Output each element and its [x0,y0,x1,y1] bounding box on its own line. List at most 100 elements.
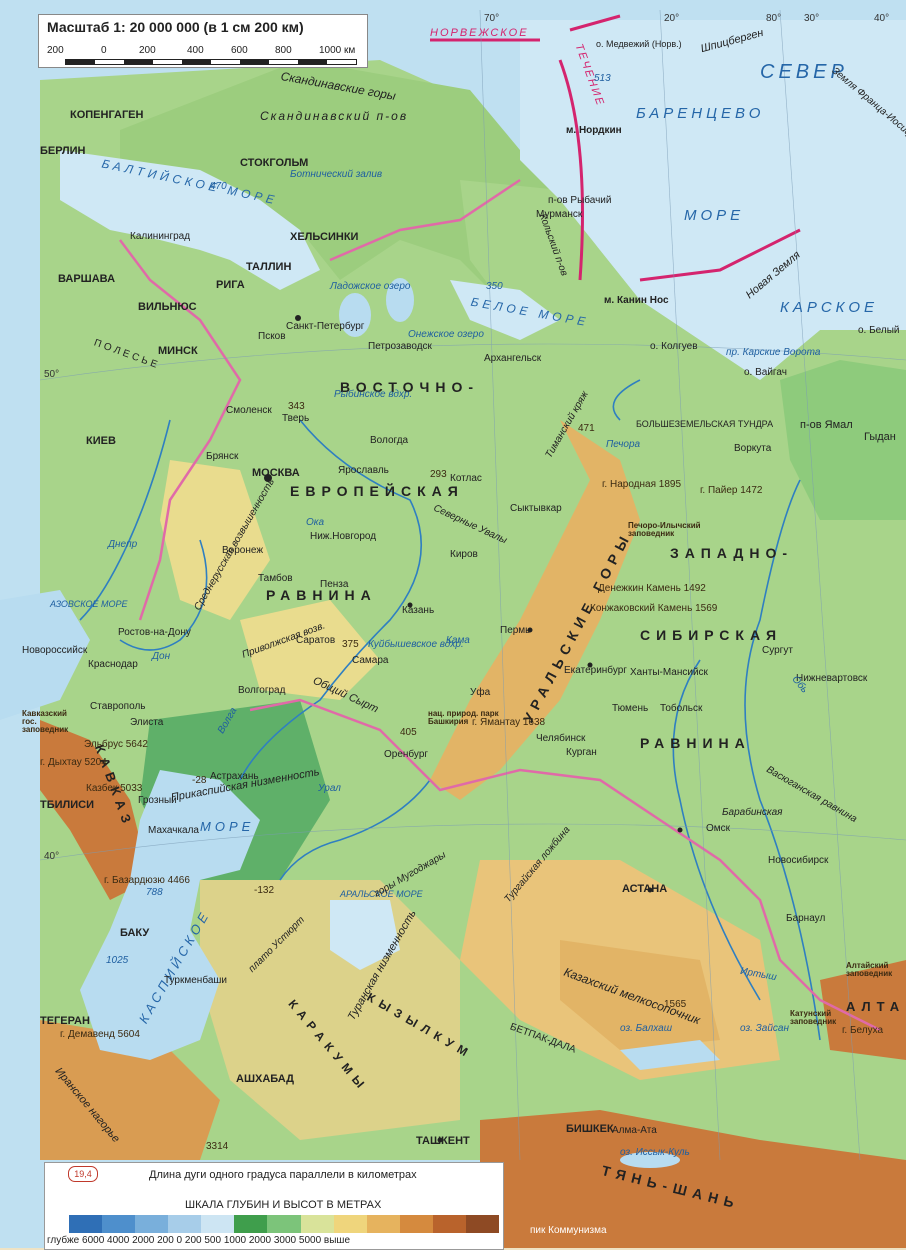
depth-350: 350 [486,281,503,292]
label-sea-caspian-more: МОРЕ [200,819,255,834]
legend-arc-badge: 19,4 [68,1166,98,1182]
city-dot [677,827,683,833]
city-volgograd: Волгоград [238,685,286,696]
city-dot [527,627,533,633]
lake-ladoga [339,293,371,337]
city-ashkhabad: АШХАБАД [236,1073,294,1085]
city-novorossiysk: Новороссийск [22,645,88,656]
city-kiev: КИЕВ [86,435,116,447]
city-n-novgorod: Ниж.Новгород [310,531,377,542]
river-irtysh [672,659,761,1001]
city-dot [437,1137,443,1143]
label-belyi: о. Белый [858,325,900,336]
meridian-line [659,9,721,1161]
legend-swatch [465,1215,500,1233]
city-surgut: Сургут [762,645,793,656]
kazakh-hills [560,940,720,1050]
peak-denezhkin: Денежкин Камень 1492 [598,583,706,594]
city-khanty: Ханты-Мансийск [630,667,708,678]
reserve-altai: Алтайский заповедник [846,961,893,978]
meridian-30: 30° [804,13,820,24]
central-upland [160,460,270,620]
legend-arc-text: Длина дуги одного градуса параллели в ки… [149,1169,417,1181]
city-tbilisi: ТБИЛИСИ [40,799,95,811]
legend-swatch [102,1215,136,1233]
label-issyk: оз. Иссык-Куль [620,1147,690,1158]
river-volga [239,419,422,781]
label-sea-north: СЕВЕР [760,61,848,83]
city-elista: Элиста [130,717,164,728]
city-warszawa: ВАРШАВА [58,273,116,285]
scale-title: Масштаб 1: 20 000 000 (в 1 см 200 км) [47,19,304,35]
reserve-katun: Катунский заповедник [790,1009,837,1026]
ural-mountains [430,420,640,800]
peak-damavend: г. Демавенд 5604 [60,1029,140,1040]
legend-swatch [300,1215,334,1233]
scale-tick: 1000 км [319,45,356,56]
city-rostov: Ростов-на-Дону [118,627,191,638]
height-293: 293 [430,469,447,480]
label-sea-kara: КАРСКОЕ [780,299,879,316]
height-3314: 3314 [206,1141,229,1152]
city-bishkek: БИШКЕК [566,1123,614,1135]
city-ekaterinburg: Екатеринбург [564,665,627,676]
label-don: Дон [152,651,171,662]
label-peninsula-scand: Скандинавский п-ов [260,109,409,123]
barents-sea [520,20,906,380]
volga-upland [240,600,380,700]
city-dot-moscow [264,474,272,482]
meridian-20: 20° [664,13,680,24]
city-kurgan: Курган [566,747,597,758]
city-astrakhan: Астрахань [210,771,259,782]
city-ufa: Уфа [470,687,491,698]
peak-belukha: г. Белуха [842,1025,884,1036]
label-gydan: Гыдан [864,431,896,443]
rivers [79,379,821,1041]
scale-tick: 800 [275,45,292,56]
city-orenburg: Оренбург [384,749,429,760]
peak-yamantau: г. Ямантау 1638 [472,717,546,728]
city-krasnodar: Краснодар [88,659,138,670]
city-helsinki: ХЕЛЬСИНКИ [290,231,359,243]
label-karsk-vorota: пр. Карские Ворота [726,347,821,358]
city-spb: Санкт-Петербург [286,321,365,332]
scale-tick: 0 [101,45,107,56]
city-kazan: Казань [402,605,435,616]
city-barnaul: Барнаул [786,913,826,924]
label-oka: Ока [306,517,325,528]
label-region-east-3: РАВНИНА [266,587,377,603]
scale-bar [65,59,357,65]
label-region-altai: АЛТАЙ [846,999,906,1014]
city-nizhnevartovsk: Нижневартовск [796,673,868,684]
city-alma-ata: Алма-Ата [612,1125,657,1136]
legend-swatch [267,1215,301,1233]
city-astana: АСТАНА [622,883,668,895]
city-perm: Пермь [500,625,531,636]
city-stockholm: СТОКГОЛЬМ [240,157,309,169]
city-baku: БАКУ [120,927,150,939]
meridian-80: 80° [766,13,782,24]
city-moskva: МОСКВА [252,467,300,479]
legend-depth-title: ШКАЛА ГЛУБИН И ВЫСОТ В МЕТРАХ [185,1199,382,1211]
height-375: 375 [342,639,359,650]
label-sea-aral: АРАЛЬСКОЕ МОРЕ [340,889,423,899]
depth-minus-28: -28 [192,775,207,786]
parallel-line [39,343,906,381]
label-nordkin: м. Нордкин [566,125,622,136]
peak-kazbek: Казбек 5033 [86,783,143,794]
city-vologda: Вологда [370,435,409,446]
city-tallin: ТАЛЛИН [246,261,292,273]
current-barents [639,228,801,282]
city-saratov: Саратов [296,635,336,646]
city-berlin: БЕРЛИН [40,145,86,157]
river-ob [744,479,821,1041]
city-syktyvkar: Сыктывкар [510,503,562,514]
meridian-70: 70° [484,13,500,24]
parallel-50: 50° [44,369,60,380]
city-petrozavodsk: Петрозаводск [368,341,432,352]
city-stavropol: Ставрополь [90,701,146,712]
city-kotlas: Котлас [450,473,482,484]
city-markers [264,315,683,1143]
label-region-east-2: ЕВРОПЕЙСКАЯ [290,483,464,499]
